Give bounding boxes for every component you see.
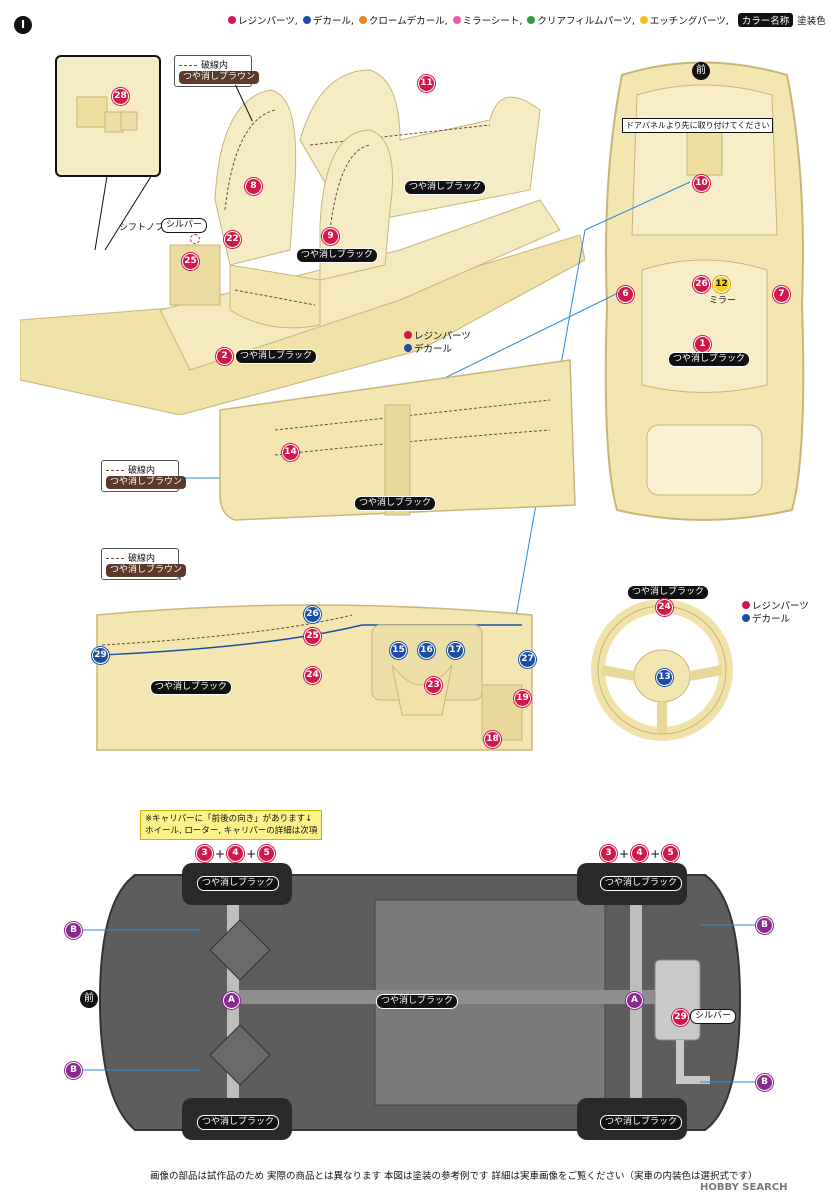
shift-knob-tag: シルバー xyxy=(161,218,208,233)
mid-legend: レジンパーツ デカール xyxy=(404,330,471,356)
part-16-badge: 16 xyxy=(418,642,435,659)
part-18-badge: 18 xyxy=(484,731,501,748)
formula-left-3: 3 xyxy=(196,845,213,862)
letter-a-left: A xyxy=(223,992,240,1009)
body-top-tag: つや消しブラック xyxy=(668,352,751,367)
letter-b-bottom-left: B xyxy=(65,1062,82,1079)
door-panel xyxy=(215,355,580,525)
caliper-note-line2: ホイール, ローター, キャリパーの詳細は次項 xyxy=(145,826,318,836)
door-note: ドアパネルより先に取り付けてください xyxy=(622,118,774,133)
legend-etching: エッチングパーツ, xyxy=(639,13,729,27)
legend-chrome-decal: クロームデカール, xyxy=(358,13,448,27)
part-25-badge: 25 xyxy=(182,253,199,270)
dash-dashed-label: 破線内 xyxy=(128,554,156,564)
part-2-badge: 2 xyxy=(216,348,233,365)
letter-b-top-right: B xyxy=(756,917,773,934)
part-27-badge-dash: 27 xyxy=(519,651,536,668)
color-legend: レジンパーツ, デカール, クロームデカール, ミラーシート, クリアフィルムパ… xyxy=(228,12,828,28)
part-7-badge: 7 xyxy=(773,286,790,303)
part-29-badge: 29 xyxy=(672,1009,689,1026)
part-23-badge: 23 xyxy=(425,677,442,694)
part-26-badge-top: 26 xyxy=(693,276,710,293)
footer-note: 画像の部品は試作品のため 実際の商品とは異なります 本図は塗装の参考例です 詳細… xyxy=(150,1171,758,1182)
shift-knob-label: シフトノブ xyxy=(119,223,165,233)
part-12-badge: 12 xyxy=(713,276,730,293)
formula-right-5: 5 xyxy=(662,845,680,862)
part-6-badge: 6 xyxy=(617,286,634,303)
caliper-note-line1: ※キャリパーに「前後の向き」があります↓ xyxy=(145,814,313,824)
front-label-underside: 前 xyxy=(80,990,98,1008)
formula-left-plus1: + xyxy=(215,846,226,861)
formula-right-3: 3 xyxy=(600,845,617,862)
wheel-legend-decal: デカール xyxy=(742,613,809,626)
formula-left-5: 5 xyxy=(258,845,276,862)
part-28-badge: 28 xyxy=(112,88,129,105)
part-26-badge-dash: 26 xyxy=(304,606,321,623)
part-11-badge: 11 xyxy=(418,75,435,92)
legend-clear-film: クリアフィルムパーツ, xyxy=(527,13,635,27)
door-tag: つや消しブラック xyxy=(354,496,437,511)
tire-tag-fr: つや消しブラック xyxy=(197,1115,280,1130)
legend-paint-color: 塗装色 xyxy=(797,16,826,27)
formula-left-4: 4 xyxy=(227,845,245,862)
letter-a-right: A xyxy=(626,992,643,1009)
mid-legend-resin: レジンパーツ xyxy=(404,330,471,343)
part-10-badge: 10 xyxy=(693,175,710,192)
door-dashed-box: 破線内 つや消しブラウン xyxy=(101,460,187,492)
mirror-label: ミラー xyxy=(709,296,737,306)
front-seat-tag: つや消しブラック xyxy=(296,248,379,263)
part-29-badge-dash: 29 xyxy=(92,647,109,664)
formula-right-plus2: + xyxy=(650,846,661,861)
legend-decal: デカール, xyxy=(302,13,354,27)
part-13-badge: 13 xyxy=(656,669,673,686)
exhaust-tag: シルバー xyxy=(690,1009,737,1024)
letter-b-bottom-right: B xyxy=(756,1074,773,1091)
rear-seat-tag: つや消しブラック xyxy=(404,180,487,195)
formula-right: 3 + 4 + 5 xyxy=(600,845,680,862)
door-panel-drawing xyxy=(219,359,576,521)
part-25-badge-dash: 25 xyxy=(304,628,321,645)
part-19-badge: 19 xyxy=(514,690,531,707)
caliper-note: ※キャリパーに「前後の向き」があります↓ ホイール, ローター, キャリパーの詳… xyxy=(140,810,323,840)
wheel-legend-resin: レジンパーツ xyxy=(742,600,809,613)
dash-tag: つや消しブラック xyxy=(150,680,233,695)
formula-right-4: 4 xyxy=(631,845,649,862)
tire-tag-rr: つや消しブラック xyxy=(600,1115,683,1130)
interior-brown-tag: つや消しブラウン xyxy=(179,71,260,84)
inset-drawing xyxy=(76,96,138,133)
page-marker: I xyxy=(14,16,32,34)
legend-mirror-sheet: ミラーシート, xyxy=(452,13,522,27)
part-17-badge: 17 xyxy=(447,642,464,659)
letter-b-top-left: B xyxy=(65,922,82,939)
mid-legend-decal: デカール xyxy=(404,343,471,356)
legend-color-name-tag: カラー名称 xyxy=(737,13,794,27)
door-brown-tag: つや消しブラウン xyxy=(106,476,187,489)
interior-dashed-label: 破線内 xyxy=(201,61,229,71)
part-24-badge-wheel: 24 xyxy=(656,599,673,616)
part-24-badge-dash: 24 xyxy=(304,667,321,684)
dash-brown-tag: つや消しブラウン xyxy=(106,564,187,577)
underside-center-tag: つや消しブラック xyxy=(376,994,459,1009)
formula-left: 3 + 4 + 5 xyxy=(196,845,276,862)
dash-dashed-box: 破線内 つや消しブラウン xyxy=(101,548,187,580)
formula-left-plus2: + xyxy=(246,846,257,861)
shift-knob-marker xyxy=(190,234,200,244)
front-label-top: 前 xyxy=(692,62,710,80)
part-22-badge: 22 xyxy=(224,231,241,248)
tire-tag-fl: つや消しブラック xyxy=(197,876,280,891)
interior-dashed-box: 破線内 つや消しブラウン xyxy=(174,55,260,87)
tire-tag-rl: つや消しブラック xyxy=(600,876,683,891)
watermark: HOBBY SEARCH xyxy=(700,1182,788,1193)
part-15-badge: 15 xyxy=(390,642,407,659)
inset-box xyxy=(55,55,161,177)
part-8-badge: 8 xyxy=(245,178,262,195)
wheel-legend: レジンパーツ デカール xyxy=(742,600,809,626)
part-9-badge: 9 xyxy=(322,228,339,245)
legend-resin: レジンパーツ, xyxy=(228,13,298,27)
formula-right-plus1: + xyxy=(619,846,630,861)
door-dashed-label: 破線内 xyxy=(128,466,156,476)
floor-tag: つや消しブラック xyxy=(235,349,318,364)
part-14-badge: 14 xyxy=(282,444,299,461)
